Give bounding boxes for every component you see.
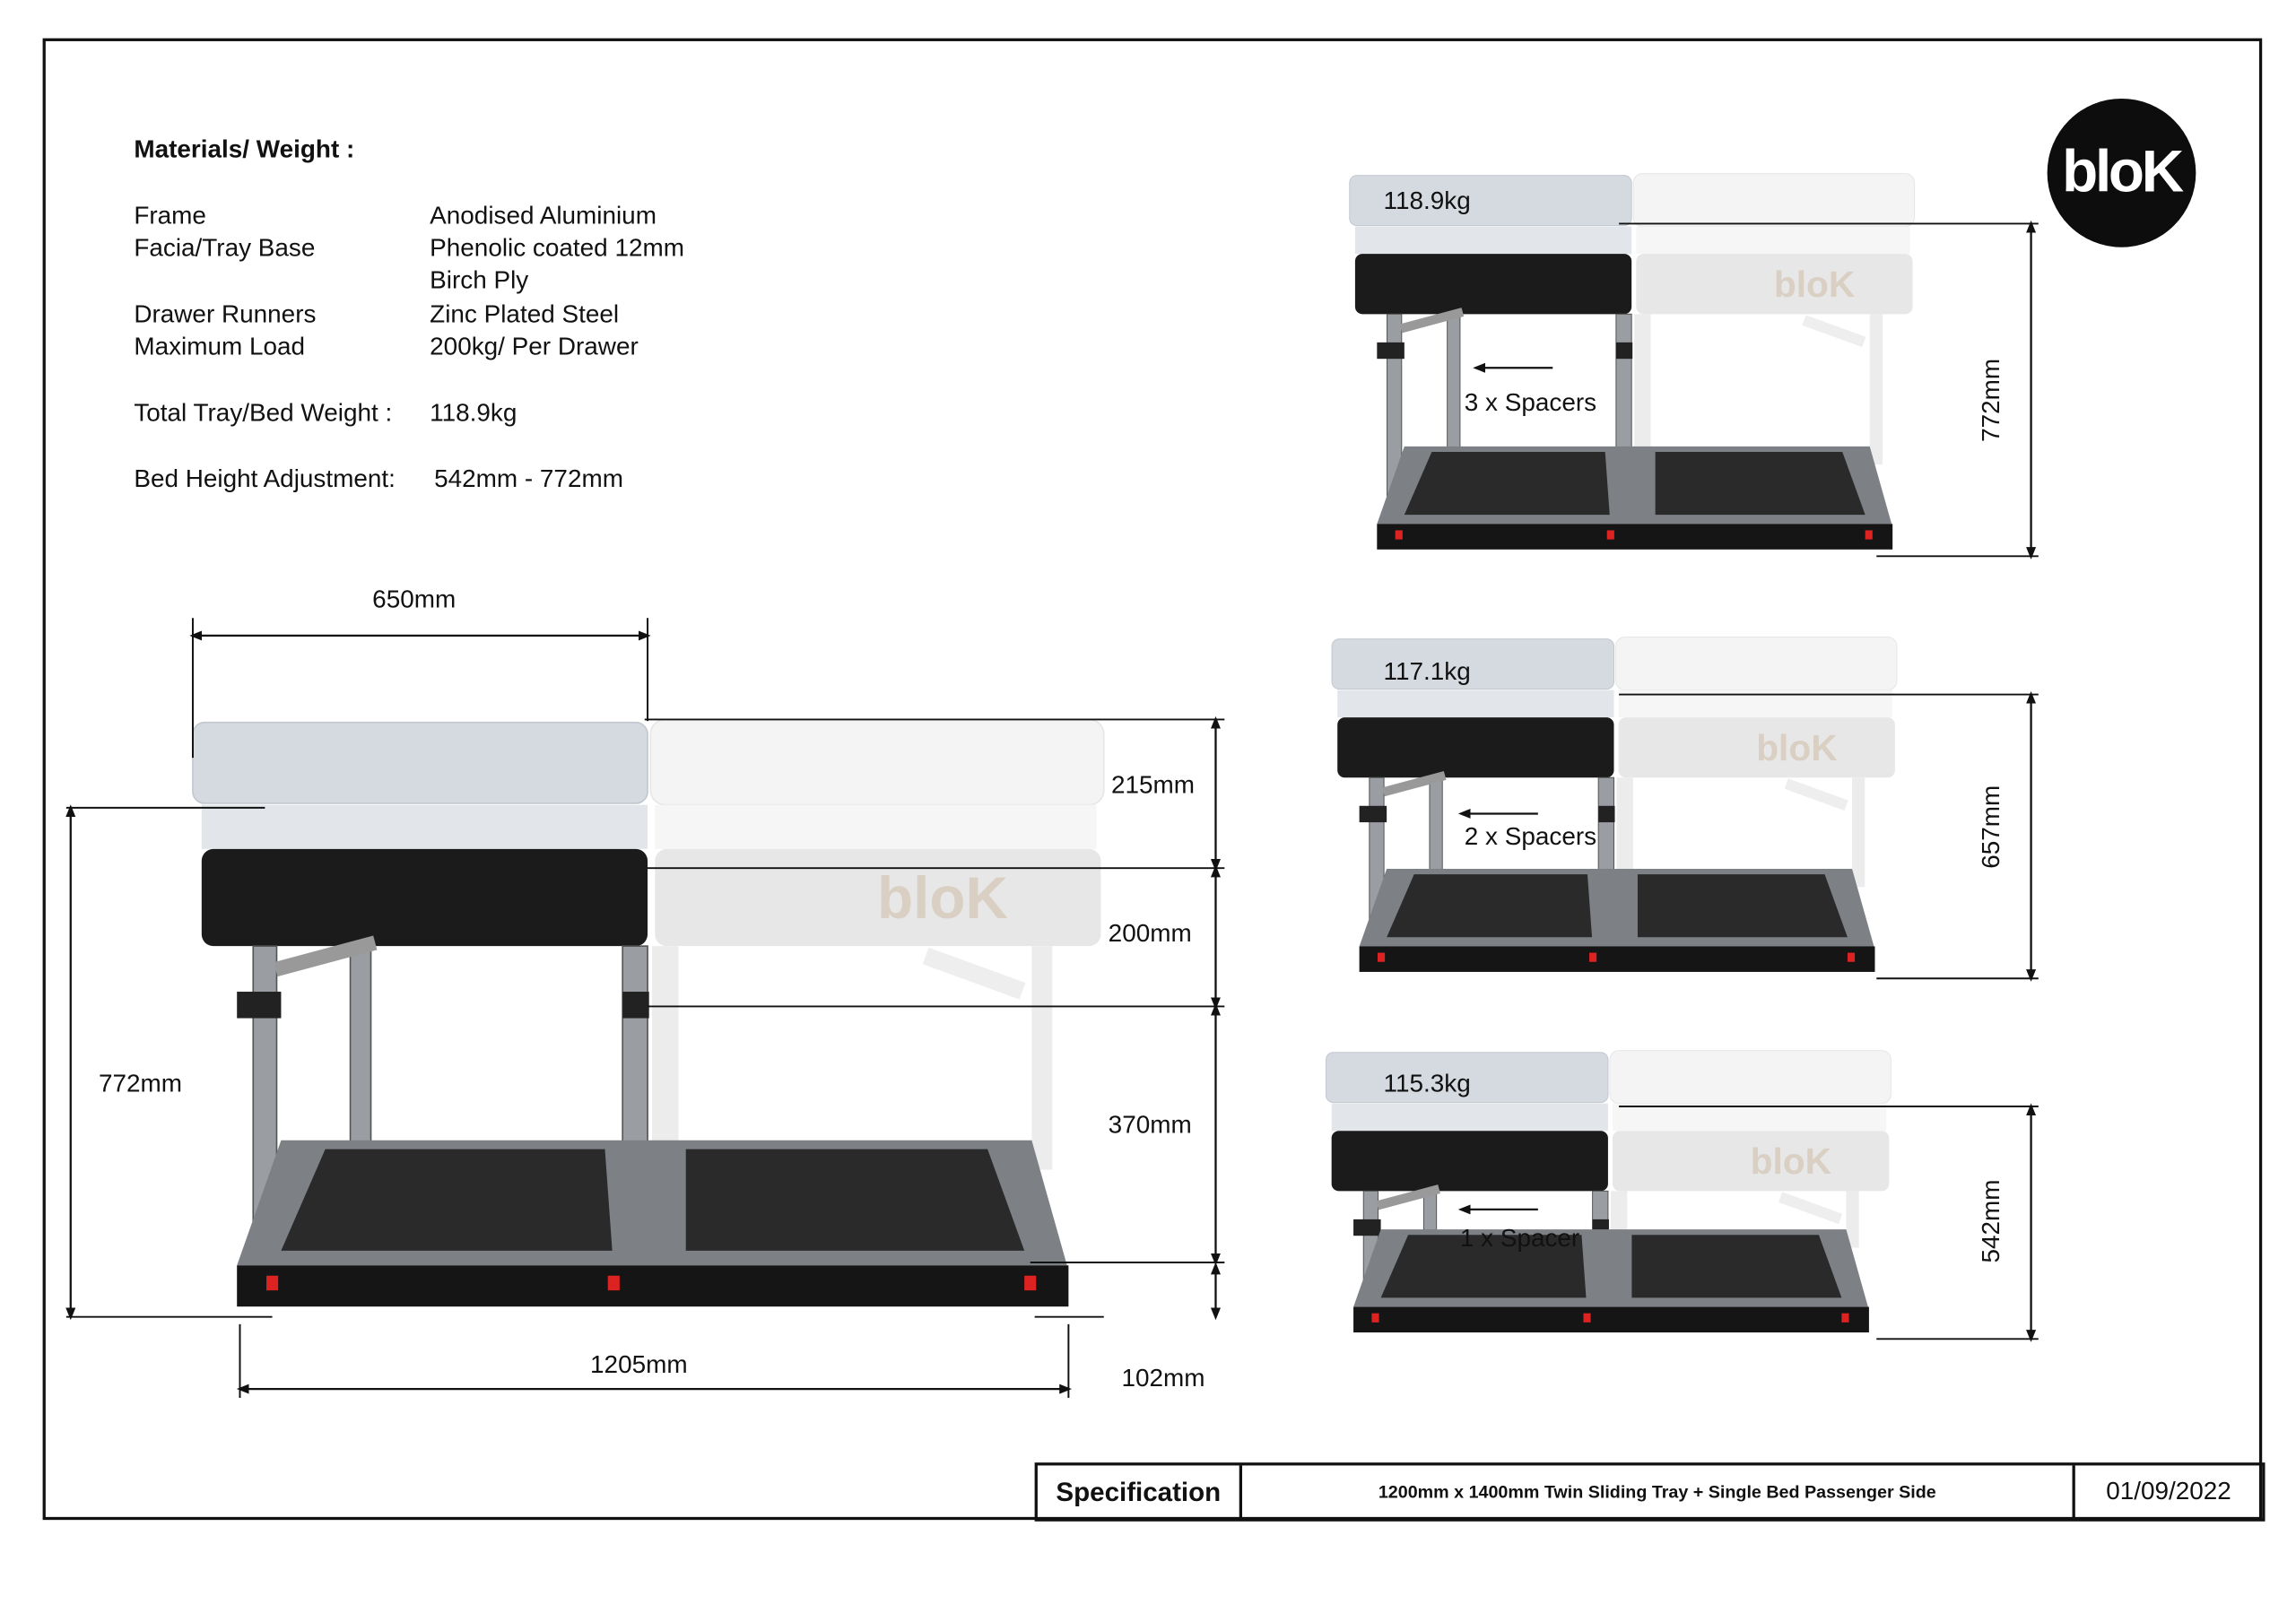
bed-illustration: bloK	[1326, 1050, 1892, 1333]
variant-height: 657mm	[1977, 785, 2005, 869]
material-label: Maximum Load	[134, 332, 306, 361]
spec-date: 01/09/2022	[2106, 1477, 2231, 1505]
dim-legs: 370mm	[1108, 1110, 1192, 1140]
material-label: Facia/Tray Base	[134, 233, 316, 263]
variant-height: 772mm	[1977, 358, 2005, 442]
variant-spacers: 3 x Spacers	[1464, 388, 1597, 417]
dim-tray: 102mm	[1121, 1364, 1205, 1392]
page-border	[42, 38, 2263, 1521]
spec-description: 1200mm x 1400mm Twin Sliding Tray + Sing…	[1242, 1465, 2075, 1519]
material-value: 200kg/ Per Drawer	[430, 332, 639, 361]
dim-width-total: 1205mm	[590, 1350, 688, 1379]
total-weight-label: Total Tray/Bed Weight :	[134, 398, 393, 427]
blok-logo: bloK	[2047, 98, 2196, 247]
material-value: Phenolic coated 12mm	[430, 233, 684, 263]
variant-spacers: 2 x Spacers	[1464, 822, 1597, 851]
material-label: Drawer Runners	[134, 299, 317, 328]
svg-text:bloK: bloK	[1751, 1141, 1831, 1182]
bed-illustration: bloK	[1331, 637, 1898, 972]
svg-text:bloK: bloK	[1774, 264, 1855, 305]
dim-base: 200mm	[1108, 919, 1192, 948]
variant-weight: 118.9kg	[1383, 186, 1471, 215]
svg-text:bloK: bloK	[877, 865, 1008, 931]
dim-mattress: 215mm	[1110, 770, 1195, 800]
material-label: Frame	[134, 201, 206, 230]
spec-label: Specification	[1038, 1465, 1243, 1519]
height-adjust-value: 542mm - 772mm	[434, 464, 623, 493]
title-block: Specification 1200mm x 1400mm Twin Slidi…	[1034, 1462, 2266, 1522]
bed-illustration: bloK	[192, 718, 1105, 1307]
dim-height-total: 772mm	[98, 1070, 182, 1098]
height-adjust-label: Bed Height Adjustment:	[134, 464, 396, 493]
variant-weight: 115.3kg	[1383, 1070, 1471, 1098]
variant-height: 542mm	[1977, 1179, 2005, 1263]
material-value: Birch Ply	[430, 266, 529, 295]
svg-text:bloK: bloK	[1756, 727, 1837, 768]
bed-illustration: bloK	[1349, 173, 1916, 550]
variant-spacers: 1 x Spacer	[1459, 1224, 1580, 1253]
total-weight-value: 118.9kg	[430, 398, 517, 427]
material-value: Zinc Plated Steel	[430, 299, 620, 328]
dim-width-top: 650mm	[372, 585, 457, 614]
materials-heading: Materials/ Weight :	[134, 134, 355, 164]
material-value: Anodised Aluminium	[430, 201, 657, 230]
variant-weight: 117.1kg	[1383, 657, 1471, 686]
